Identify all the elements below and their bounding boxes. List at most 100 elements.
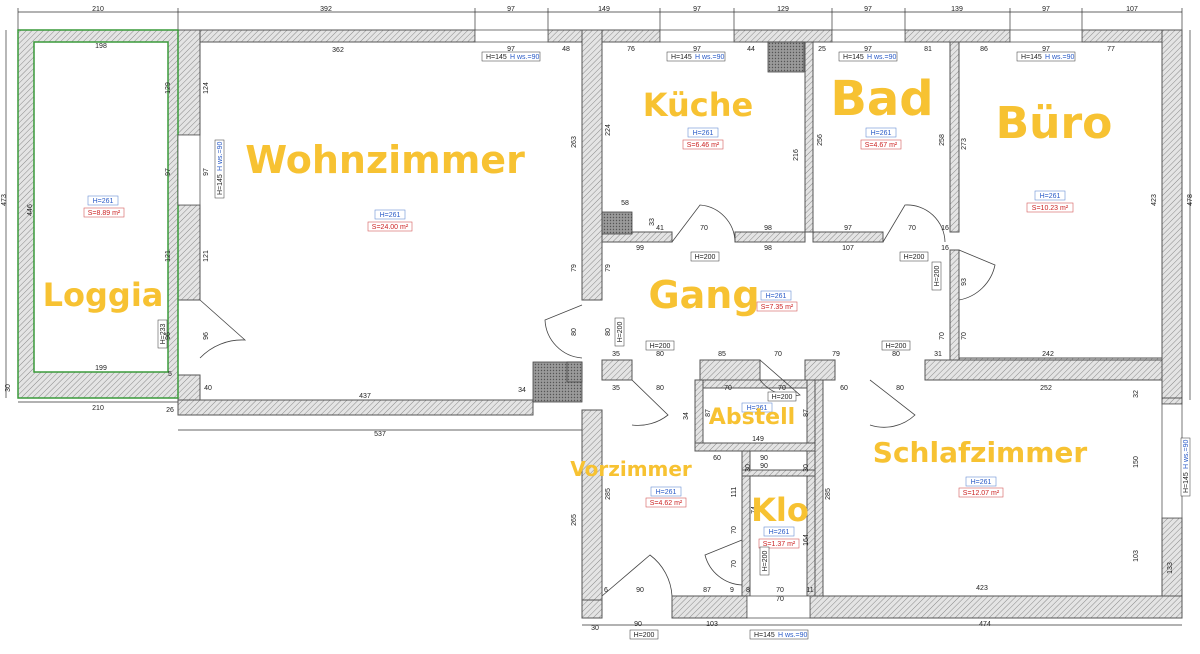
dim: 96: [203, 332, 210, 340]
loggia-outline: [17, 29, 179, 399]
door-height: H=200: [695, 254, 716, 261]
vorzimmer-tags: H=261 S=4.62 m²: [645, 486, 687, 508]
vorzimmer-area: S=4.62 m²: [650, 500, 683, 507]
dim: 85: [718, 351, 726, 358]
window-height: H=145: [754, 632, 775, 639]
dim: 86: [980, 46, 988, 53]
gang-area: S=7.35 m²: [761, 304, 794, 311]
dim: 121: [203, 250, 210, 262]
buero-height: H=261: [1040, 193, 1061, 200]
dim: 210: [92, 6, 104, 13]
dim: 111: [731, 487, 738, 498]
dim: 30: [5, 384, 12, 392]
dim: 70: [778, 385, 786, 392]
dim: 70: [908, 225, 916, 232]
room-name-bad: Bad: [830, 71, 933, 127]
dim: 139: [951, 6, 963, 13]
dim: 76: [627, 46, 635, 53]
dim: 392: [320, 6, 332, 13]
dim: 285: [825, 488, 832, 500]
dim: 537: [374, 431, 386, 438]
bad-tags: H=261 S=4.67 m²: [860, 127, 902, 150]
window-height: H=145: [217, 174, 224, 195]
vorzimmer-height: H=261: [656, 489, 677, 496]
dim: 90: [760, 455, 768, 462]
dim: 258: [939, 134, 946, 146]
dim: 97: [693, 6, 701, 13]
room-name-abstell: Abstell: [709, 405, 795, 430]
dim: 97: [507, 6, 515, 13]
dim: 16: [941, 245, 949, 252]
dim: 80: [571, 328, 578, 336]
dim: 70: [731, 526, 738, 534]
dim: 98: [764, 225, 772, 232]
dim: 90: [636, 587, 644, 594]
dim: 150: [1133, 456, 1140, 468]
dim: 80: [892, 351, 900, 358]
dim: 60: [713, 455, 721, 462]
dim: 437: [359, 393, 371, 400]
door-tags: H=200 H=200 H=200 H=200 H=200 H=200 H=20…: [157, 251, 942, 640]
dim: 8: [746, 587, 750, 594]
room-name-buero: Büro: [996, 98, 1113, 149]
dim: 44: [747, 46, 755, 53]
room-name-kueche: Küche: [643, 86, 753, 124]
dim: 473: [1, 194, 8, 206]
dim: 80: [656, 351, 664, 358]
dim: 446: [27, 204, 34, 216]
window-height: H=145: [843, 54, 864, 61]
dim: 97: [693, 46, 701, 53]
room-names: Loggia Wohnzimmer Küche Bad Büro Gang Ab…: [43, 71, 1113, 529]
kueche-height: H=261: [693, 130, 714, 137]
dim: 224: [605, 124, 612, 136]
dim: 423: [976, 585, 988, 592]
door-height: H=200: [934, 265, 941, 286]
bad-area: S=4.67 m²: [865, 142, 898, 149]
dim: 285: [605, 488, 612, 500]
windows: [177, 29, 1183, 619]
room-name-schlafzimmer: Schlafzimmer: [873, 436, 1088, 469]
bad-height: H=261: [871, 130, 892, 137]
room-name-vorzimmer: Vorzimmer: [570, 457, 692, 481]
dim: 97: [864, 46, 872, 53]
dim: 25: [818, 46, 826, 53]
schlafzimmer-area: S=12.07 m²: [963, 490, 1000, 497]
dim: 93: [961, 278, 968, 286]
dim: 252: [1040, 385, 1052, 392]
dimension-lines: [5, 8, 1191, 626]
door-height: H=200: [650, 343, 671, 350]
dim: 87: [703, 587, 711, 594]
door-height: H=200: [904, 254, 925, 261]
dim: 35: [612, 385, 620, 392]
dim: 79: [571, 264, 578, 272]
dim: 107: [1126, 6, 1138, 13]
dim: 30: [591, 625, 599, 632]
wohnzimmer-tags: H=261 S=24.00 m²: [367, 209, 413, 232]
window-ws: H ws.=90: [217, 142, 224, 171]
dim: 33: [649, 218, 656, 226]
dim: 97: [165, 168, 172, 176]
window-height: H=145: [486, 54, 507, 61]
dim: 96: [165, 332, 172, 340]
door-height: H=200: [634, 632, 655, 639]
dim: 70: [700, 225, 708, 232]
dim: 80: [605, 328, 612, 336]
dim: 263: [571, 136, 578, 148]
schlafzimmer-height: H=261: [971, 479, 992, 486]
dim: 35: [612, 351, 620, 358]
dim: 199: [95, 365, 107, 372]
dim: 34: [683, 412, 690, 420]
dim: 164: [803, 534, 810, 546]
dim: 30: [803, 464, 810, 472]
dim: 216: [793, 149, 800, 161]
klo-height: H=261: [769, 529, 790, 536]
dim: 70: [731, 560, 738, 568]
door-height: H=200: [762, 550, 769, 571]
dim: 16: [941, 225, 949, 232]
dim: 97: [507, 46, 515, 53]
dim: 30: [745, 464, 752, 472]
dim: 129: [777, 6, 789, 13]
dim: 79: [605, 264, 612, 272]
dim: 90: [760, 463, 768, 470]
